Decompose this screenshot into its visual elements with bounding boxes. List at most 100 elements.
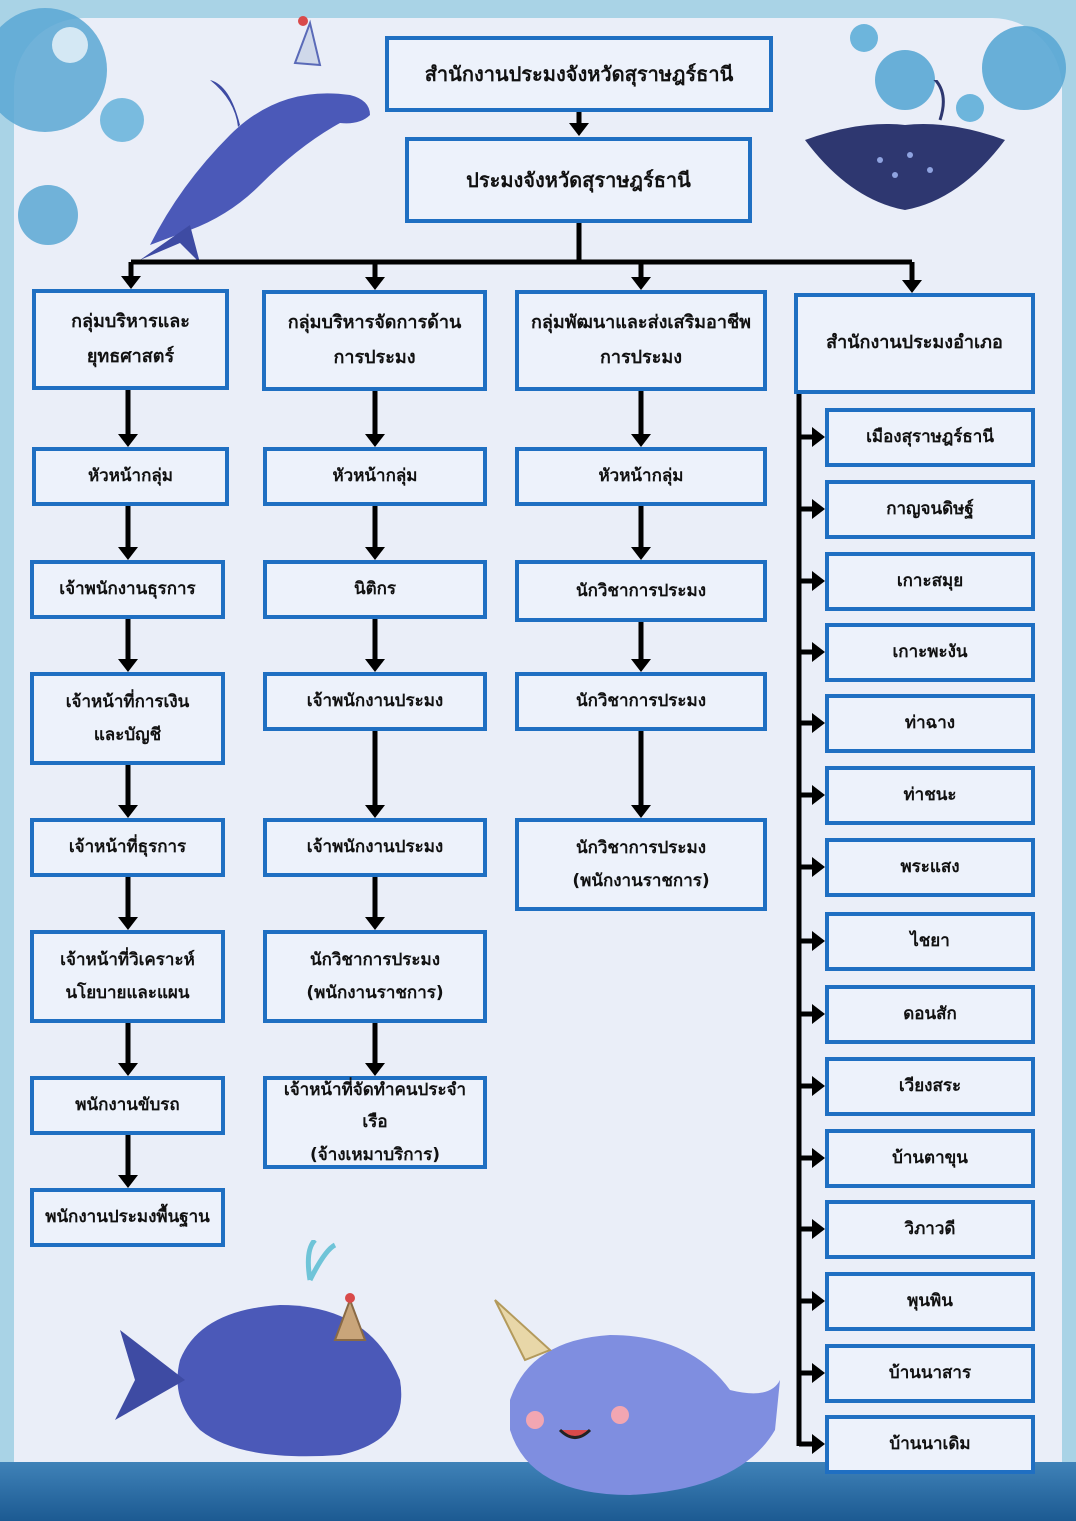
district-label: พระแสง <box>900 857 960 878</box>
position-box: พนักงานประมงพื้นฐาน <box>30 1188 225 1247</box>
position-box: นักวิชาการประมง (พนักงานราชการ) <box>515 818 767 911</box>
district-label: บ้านนาเดิม <box>889 1434 971 1455</box>
district-box: เกาะพะงัน <box>825 623 1035 682</box>
district-box: เวียงสระ <box>825 1057 1035 1116</box>
bubble-icon <box>982 26 1066 110</box>
group-header-1: กลุ่มบริหารและยุทธศาสตร์ <box>32 289 229 390</box>
district-box: ท่าชนะ <box>825 766 1035 825</box>
bubble-icon <box>850 24 878 52</box>
position-label: หัวหน้ากลุ่ม <box>87 466 174 487</box>
arrow-head-icon <box>365 1063 385 1076</box>
group-header-label: กลุ่มบริหารจัดการด้าน <box>287 312 462 334</box>
position-label: พนักงานขับรถ <box>75 1095 180 1116</box>
office-title-box: สำนักงานประมงจังหวัดสุราษฎร์ธานี <box>385 36 773 112</box>
arrow-head-icon <box>812 1434 825 1454</box>
arrow-head-icon <box>365 659 385 672</box>
district-box: ไชยา <box>825 912 1035 971</box>
district-box: พุนพิน <box>825 1272 1035 1331</box>
arrow-head-icon <box>631 434 651 447</box>
position-box: เจ้าหน้าที่การเงินและบัญชี <box>30 672 225 765</box>
district-box: บ้านตาขุน <box>825 1129 1035 1188</box>
position-box: เจ้าพนักงานประมง <box>263 672 487 731</box>
arrow-head-icon <box>365 917 385 930</box>
narwhal-icon <box>494 1299 780 1495</box>
position-label: (พนักงานราชการ) <box>572 870 710 891</box>
position-label: นักวิชาการประมง <box>575 838 707 859</box>
arrow-head-icon <box>812 1076 825 1096</box>
position-label: เจ้าหน้าที่การเงิน <box>65 692 190 713</box>
position-box: นักวิชาการประมง <box>515 672 767 731</box>
group-header-label: กลุ่มพัฒนาและส่งเสริมอาชีพ <box>530 312 752 334</box>
arrow-head-icon <box>812 785 825 805</box>
position-box: เจ้าพนักงานธุรการ <box>30 560 225 619</box>
arrow-head-icon <box>118 434 138 447</box>
arrow-head-icon <box>812 1363 825 1383</box>
dolphin-icon <box>140 16 370 263</box>
arrow-head-icon <box>812 857 825 877</box>
office-title: สำนักงานประมงจังหวัดสุราษฎร์ธานี <box>424 62 734 86</box>
district-label: กาญจนดิษฐ์ <box>886 499 974 520</box>
arrow-head-icon <box>121 276 141 289</box>
position-label: พนักงานประมงพื้นฐาน <box>45 1207 210 1228</box>
arrow-head-icon <box>365 805 385 818</box>
district-label: ท่าชนะ <box>903 785 957 806</box>
arrow-head-icon <box>812 499 825 519</box>
bubble-icon <box>956 94 984 122</box>
position-box: เจ้าพนักงานประมง <box>263 818 487 877</box>
district-label: บ้านตาขุน <box>892 1148 968 1169</box>
position-box: นักวิชาการประมง(พนักงานราชการ) <box>263 930 487 1023</box>
district-label: เมืองสุราษฎร์ธานี <box>866 427 994 448</box>
whale-icon <box>115 1240 402 1457</box>
group-header-3: กลุ่มพัฒนาและส่งเสริมอาชีพการประมง <box>515 290 767 391</box>
arrow-head-icon <box>118 659 138 672</box>
district-box: วิภาวดี <box>825 1200 1035 1259</box>
arrow-head-icon <box>118 805 138 818</box>
position-label: เจ้าพนักงานประมง <box>306 837 444 858</box>
position-box: หัวหน้ากลุ่ม <box>32 447 229 506</box>
district-label: ไชยา <box>910 931 950 952</box>
position-label: เจ้าพนักงานธุรการ <box>59 579 196 600</box>
position-label: (พนักงานราชการ) <box>306 982 444 1003</box>
bubble-icon <box>875 50 935 110</box>
district-label: เกาะสมุย <box>896 571 964 592</box>
group-header-label: กลุ่มบริหารและ <box>71 311 190 333</box>
arrow-head-icon <box>812 713 825 733</box>
arrow-head-icon <box>365 547 385 560</box>
district-box: ท่าฉาง <box>825 694 1035 753</box>
position-box: นิติกร <box>263 560 487 619</box>
arrow-head-icon <box>812 571 825 591</box>
district-label: เกาะพะงัน <box>892 642 968 663</box>
district-box: พระแสง <box>825 838 1035 897</box>
district-box: บ้านนาสาร <box>825 1344 1035 1403</box>
position-box: เจ้าหน้าที่ธุรการ <box>30 818 225 877</box>
position-label: นักวิชาการประมง <box>575 691 707 712</box>
head-title: ประมงจังหวัดสุราษฎร์ธานี <box>466 168 691 192</box>
position-label: และบัญชี <box>93 724 162 745</box>
district-box: ดอนสัก <box>825 985 1035 1044</box>
position-label: หัวหน้ากลุ่ม <box>332 466 418 487</box>
bubbles-decoration <box>0 8 1066 245</box>
position-label: นโยบายและแผน <box>65 982 190 1003</box>
district-box: บ้านนาเดิม <box>825 1415 1035 1474</box>
district-box: เกาะสมุย <box>825 552 1035 611</box>
group-header-label: การประมง <box>333 346 416 368</box>
district-label: เวียงสระ <box>898 1076 962 1097</box>
position-label: (จ้างเหมาบริการ) <box>309 1144 440 1165</box>
district-office-label: สำนักงานประมงอำเภอ <box>826 332 1003 354</box>
position-label: นิติกร <box>353 579 397 600</box>
position-box: พนักงานขับรถ <box>30 1076 225 1135</box>
district-label: ท่าฉาง <box>904 713 956 734</box>
position-label: นักวิชาการประมง <box>575 580 707 601</box>
arrow-head-icon <box>631 805 651 818</box>
arrow-head-icon <box>812 427 825 447</box>
bubble-icon <box>100 98 144 142</box>
district-box: เมืองสุราษฎร์ธานี <box>825 408 1035 467</box>
arrow-head-icon <box>631 547 651 560</box>
position-box: เจ้าหน้าที่จัดทำคนประจำเรือ(จ้างเหมาบริก… <box>263 1076 487 1169</box>
arrow-head-icon <box>812 642 825 662</box>
position-box: หัวหน้ากลุ่ม <box>515 447 767 506</box>
head-box: ประมงจังหวัดสุราษฎร์ธานี <box>405 137 752 223</box>
position-label: เจ้าหน้าที่วิเคราะห์ <box>60 950 195 971</box>
